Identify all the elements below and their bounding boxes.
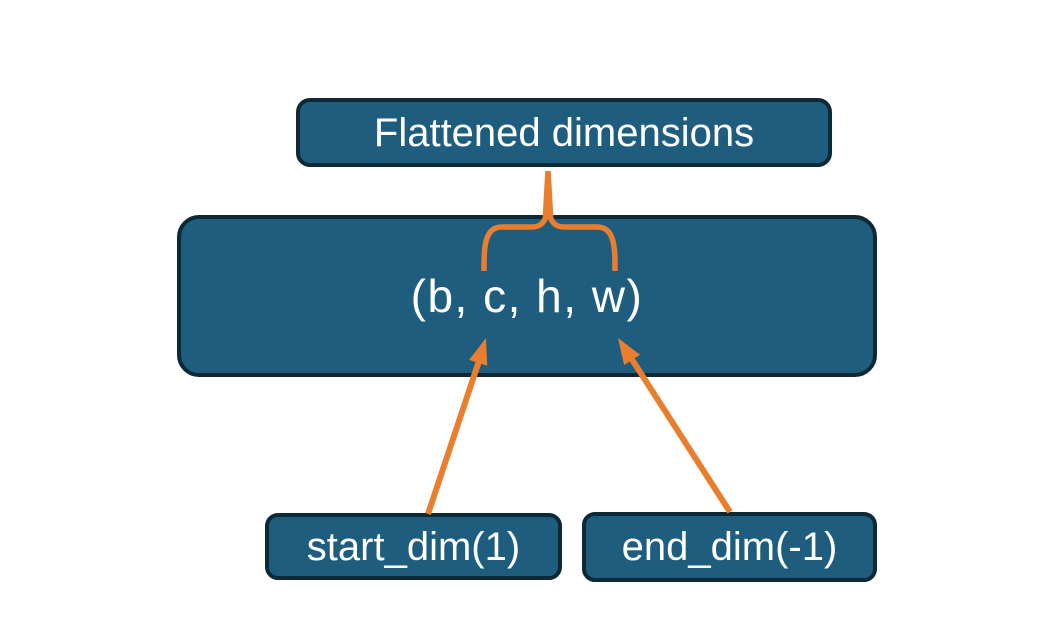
- end-dim-label: end_dim(-1): [621, 525, 838, 569]
- start-dim-box: start_dim(1): [265, 513, 562, 580]
- end-dim-box: end_dim(-1): [582, 512, 877, 582]
- start-dim-label: start_dim(1): [306, 524, 521, 569]
- flattened-dimensions-label: Flattened dimensions: [373, 110, 755, 155]
- arrow-start-dim-shaft: [425, 360, 482, 515]
- arrow-end-dim-shaft: [628, 356, 733, 514]
- brace-stem: [542, 171, 554, 219]
- tensor-shape-label: (b, c, h, w): [410, 270, 644, 322]
- flattened-dimensions-box: Flattened dimensions: [296, 98, 832, 167]
- tensor-shape-box: (b, c, h, w): [177, 215, 877, 377]
